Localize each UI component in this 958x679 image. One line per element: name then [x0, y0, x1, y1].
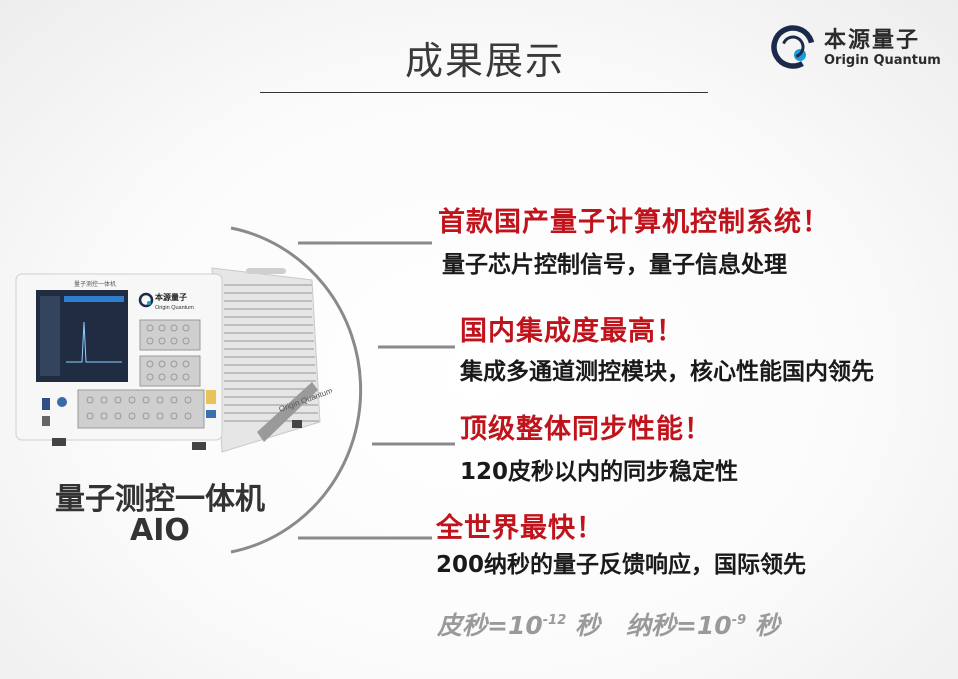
page-title: 成果展示 [404, 39, 565, 83]
aio-device-image: Origin Quantum 量子测控一体机 本源量子 Origin Quant… [15, 267, 332, 453]
point-2-headline: 国内集成度最高！ [460, 316, 684, 347]
logo-english-name: Origin Quantum [824, 53, 941, 68]
origin-quantum-logo-icon [771, 25, 815, 69]
point-3-detail: 120皮秒以内的同步稳定性 [460, 459, 739, 485]
point-3-headline: 顶级整体同步性能！ [460, 414, 712, 445]
device-model: AIO [130, 513, 190, 548]
point-1-detail: 量子芯片控制信号，量子信息处理 [442, 252, 787, 278]
panel-brand-cn: 本源量子 [154, 292, 187, 302]
connector-block-upper [139, 319, 201, 351]
title-underline [260, 92, 708, 93]
picosecond-definition: 皮秒=10-12 秒 [437, 611, 600, 640]
point-4-detail: 200纳秒的量子反馈响应，国际领先 [436, 552, 807, 578]
unit-footnote: 皮秒=10-12 秒纳秒=10-9 秒 [437, 606, 780, 642]
point-1-headline: 首款国产量子计算机控制系统！ [438, 207, 830, 238]
device-name: 量子测控一体机 [55, 482, 265, 517]
point-2-detail: 集成多通道测控模块，核心性能国内领先 [460, 359, 874, 385]
point-4-headline: 全世界最快！ [436, 513, 604, 544]
nanosecond-definition: 纳秒=10-9 秒 [625, 611, 780, 640]
brand-logo: 本源量子 Origin Quantum [770, 22, 950, 72]
connector-block-middle [139, 355, 201, 387]
panel-brand-en: Origin Quantum [155, 305, 194, 311]
logo-chinese-name: 本源量子 [824, 28, 921, 53]
top-label-text: 量子测控一体机 [74, 280, 116, 288]
connector-block-lower [77, 389, 205, 429]
